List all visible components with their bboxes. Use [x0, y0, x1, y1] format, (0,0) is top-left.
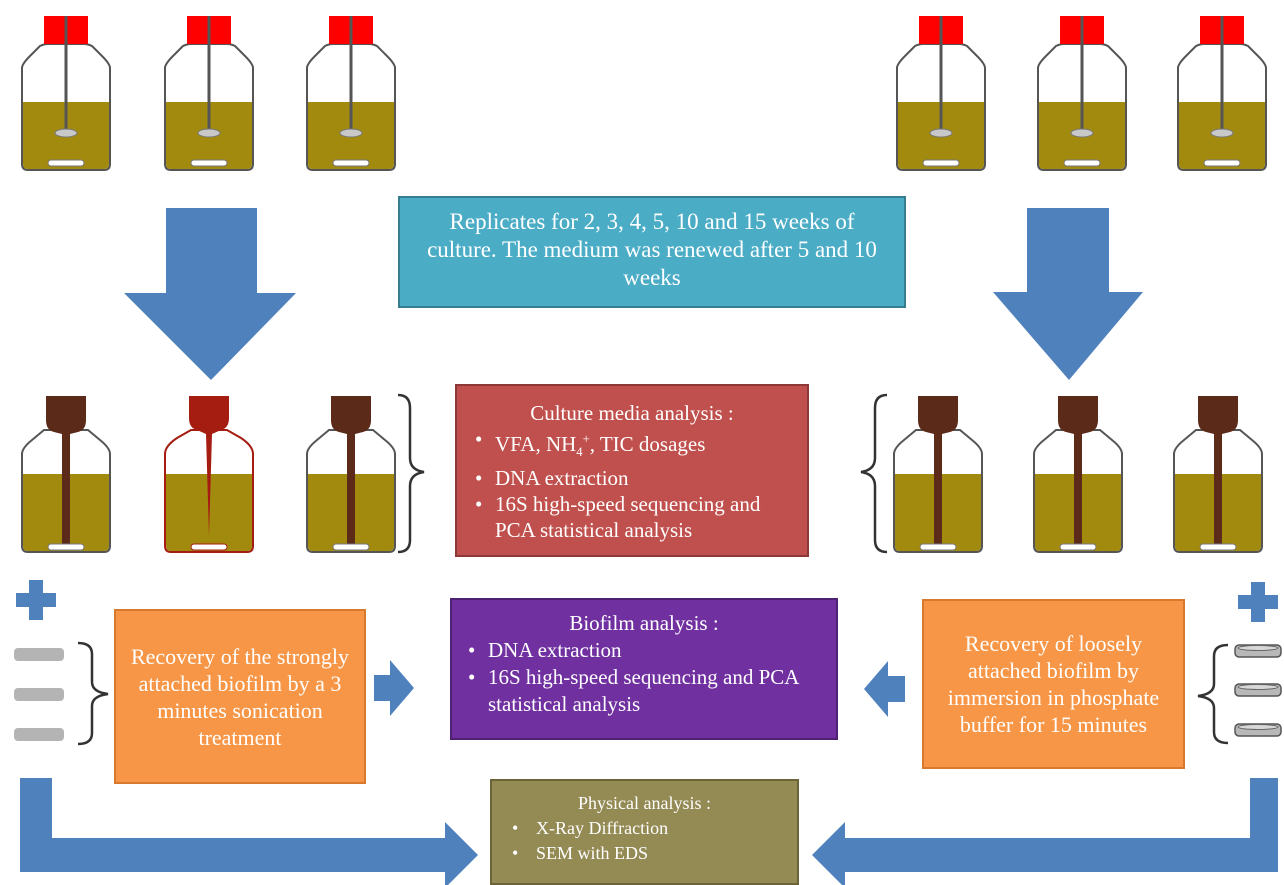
loose-biofilm-recovery-box: Recovery of loosely attached biofilm by … — [922, 599, 1185, 769]
loose-biofilm-recovery-text: Recovery of loosely attached biofilm by … — [947, 631, 1160, 737]
reactor-bottle-icon — [21, 395, 111, 553]
culture-media-title: Culture media analysis : — [530, 401, 734, 425]
list-item: DNA extraction — [463, 465, 801, 491]
list-item: 16S high-speed sequencing and PCA statis… — [463, 491, 801, 543]
reactor-bottle-icon — [306, 15, 396, 171]
down-arrow-left — [124, 208, 296, 380]
reactor-bottle-icon — [1037, 15, 1127, 171]
biofilm-analysis-title: Biofilm analysis : — [569, 611, 719, 635]
dosage-label-rest: , TIC dosages — [589, 432, 706, 456]
curly-brace-icon — [397, 393, 425, 554]
reactor-bottle-icon — [1173, 395, 1263, 553]
physical-analysis-title: Physical analysis : — [578, 793, 711, 813]
list-item: DNA extraction — [456, 637, 832, 664]
superscript: + — [582, 432, 590, 446]
culture-media-list: VFA, NH4+, TIC dosages DNA extraction 16… — [463, 426, 801, 543]
right-arrow-icon — [374, 660, 414, 716]
replicates-text: Replicates for 2, 3, 4, 5, 10 and 15 wee… — [427, 209, 877, 290]
dosage-label: VFA, NH — [495, 432, 577, 456]
plus-icon — [16, 580, 56, 620]
reactor-bottle-icon — [1033, 395, 1123, 553]
reactor-bottle-icon — [1177, 15, 1267, 171]
curly-brace-icon — [77, 641, 109, 746]
reactor-bottle-icon — [893, 395, 983, 553]
coupon-slide-icon — [1234, 723, 1282, 737]
list-item: X-Ray Diffraction — [496, 816, 793, 841]
culture-media-analysis-box: Culture media analysis : VFA, NH4+, TIC … — [455, 384, 809, 557]
bottom-left-arrow — [20, 778, 478, 885]
left-arrow-icon — [864, 661, 905, 717]
list-item: 16S high-speed sequencing and PCA statis… — [456, 664, 832, 718]
plus-icon — [1238, 582, 1278, 622]
coupon-slide-icon — [14, 648, 64, 661]
list-item: VFA, NH4+, TIC dosages — [463, 426, 801, 465]
reactor-bottle-icon — [21, 15, 111, 171]
coupon-slide-icon — [1234, 644, 1282, 658]
reactor-bottle-icon — [306, 395, 396, 553]
curly-brace-icon — [1197, 643, 1229, 745]
biofilm-analysis-box: Biofilm analysis : DNA extraction 16S hi… — [450, 598, 838, 740]
curly-brace-icon — [860, 393, 888, 554]
physical-analysis-box: Physical analysis : X-Ray Diffraction SE… — [490, 779, 799, 885]
list-item: SEM with EDS — [496, 841, 793, 866]
reactor-bottle-icon — [164, 15, 254, 171]
down-arrow-right — [993, 208, 1143, 380]
coupon-slide-icon — [14, 728, 64, 741]
replicates-box: Replicates for 2, 3, 4, 5, 10 and 15 wee… — [398, 196, 906, 308]
subscript: 4 — [576, 445, 583, 460]
coupon-slide-icon — [1234, 683, 1282, 697]
strong-biofilm-recovery-text: Recovery of the strongly attached biofil… — [130, 643, 350, 750]
bottom-right-arrow — [812, 778, 1278, 885]
strong-biofilm-recovery-box: Recovery of the strongly attached biofil… — [114, 609, 366, 784]
physical-analysis-list: X-Ray Diffraction SEM with EDS — [496, 816, 793, 866]
biofilm-analysis-list: DNA extraction 16S high-speed sequencing… — [456, 637, 832, 718]
reactor-bottle-icon — [896, 15, 986, 171]
reactor-bottle-icon — [164, 395, 254, 553]
coupon-slide-icon — [14, 688, 64, 701]
